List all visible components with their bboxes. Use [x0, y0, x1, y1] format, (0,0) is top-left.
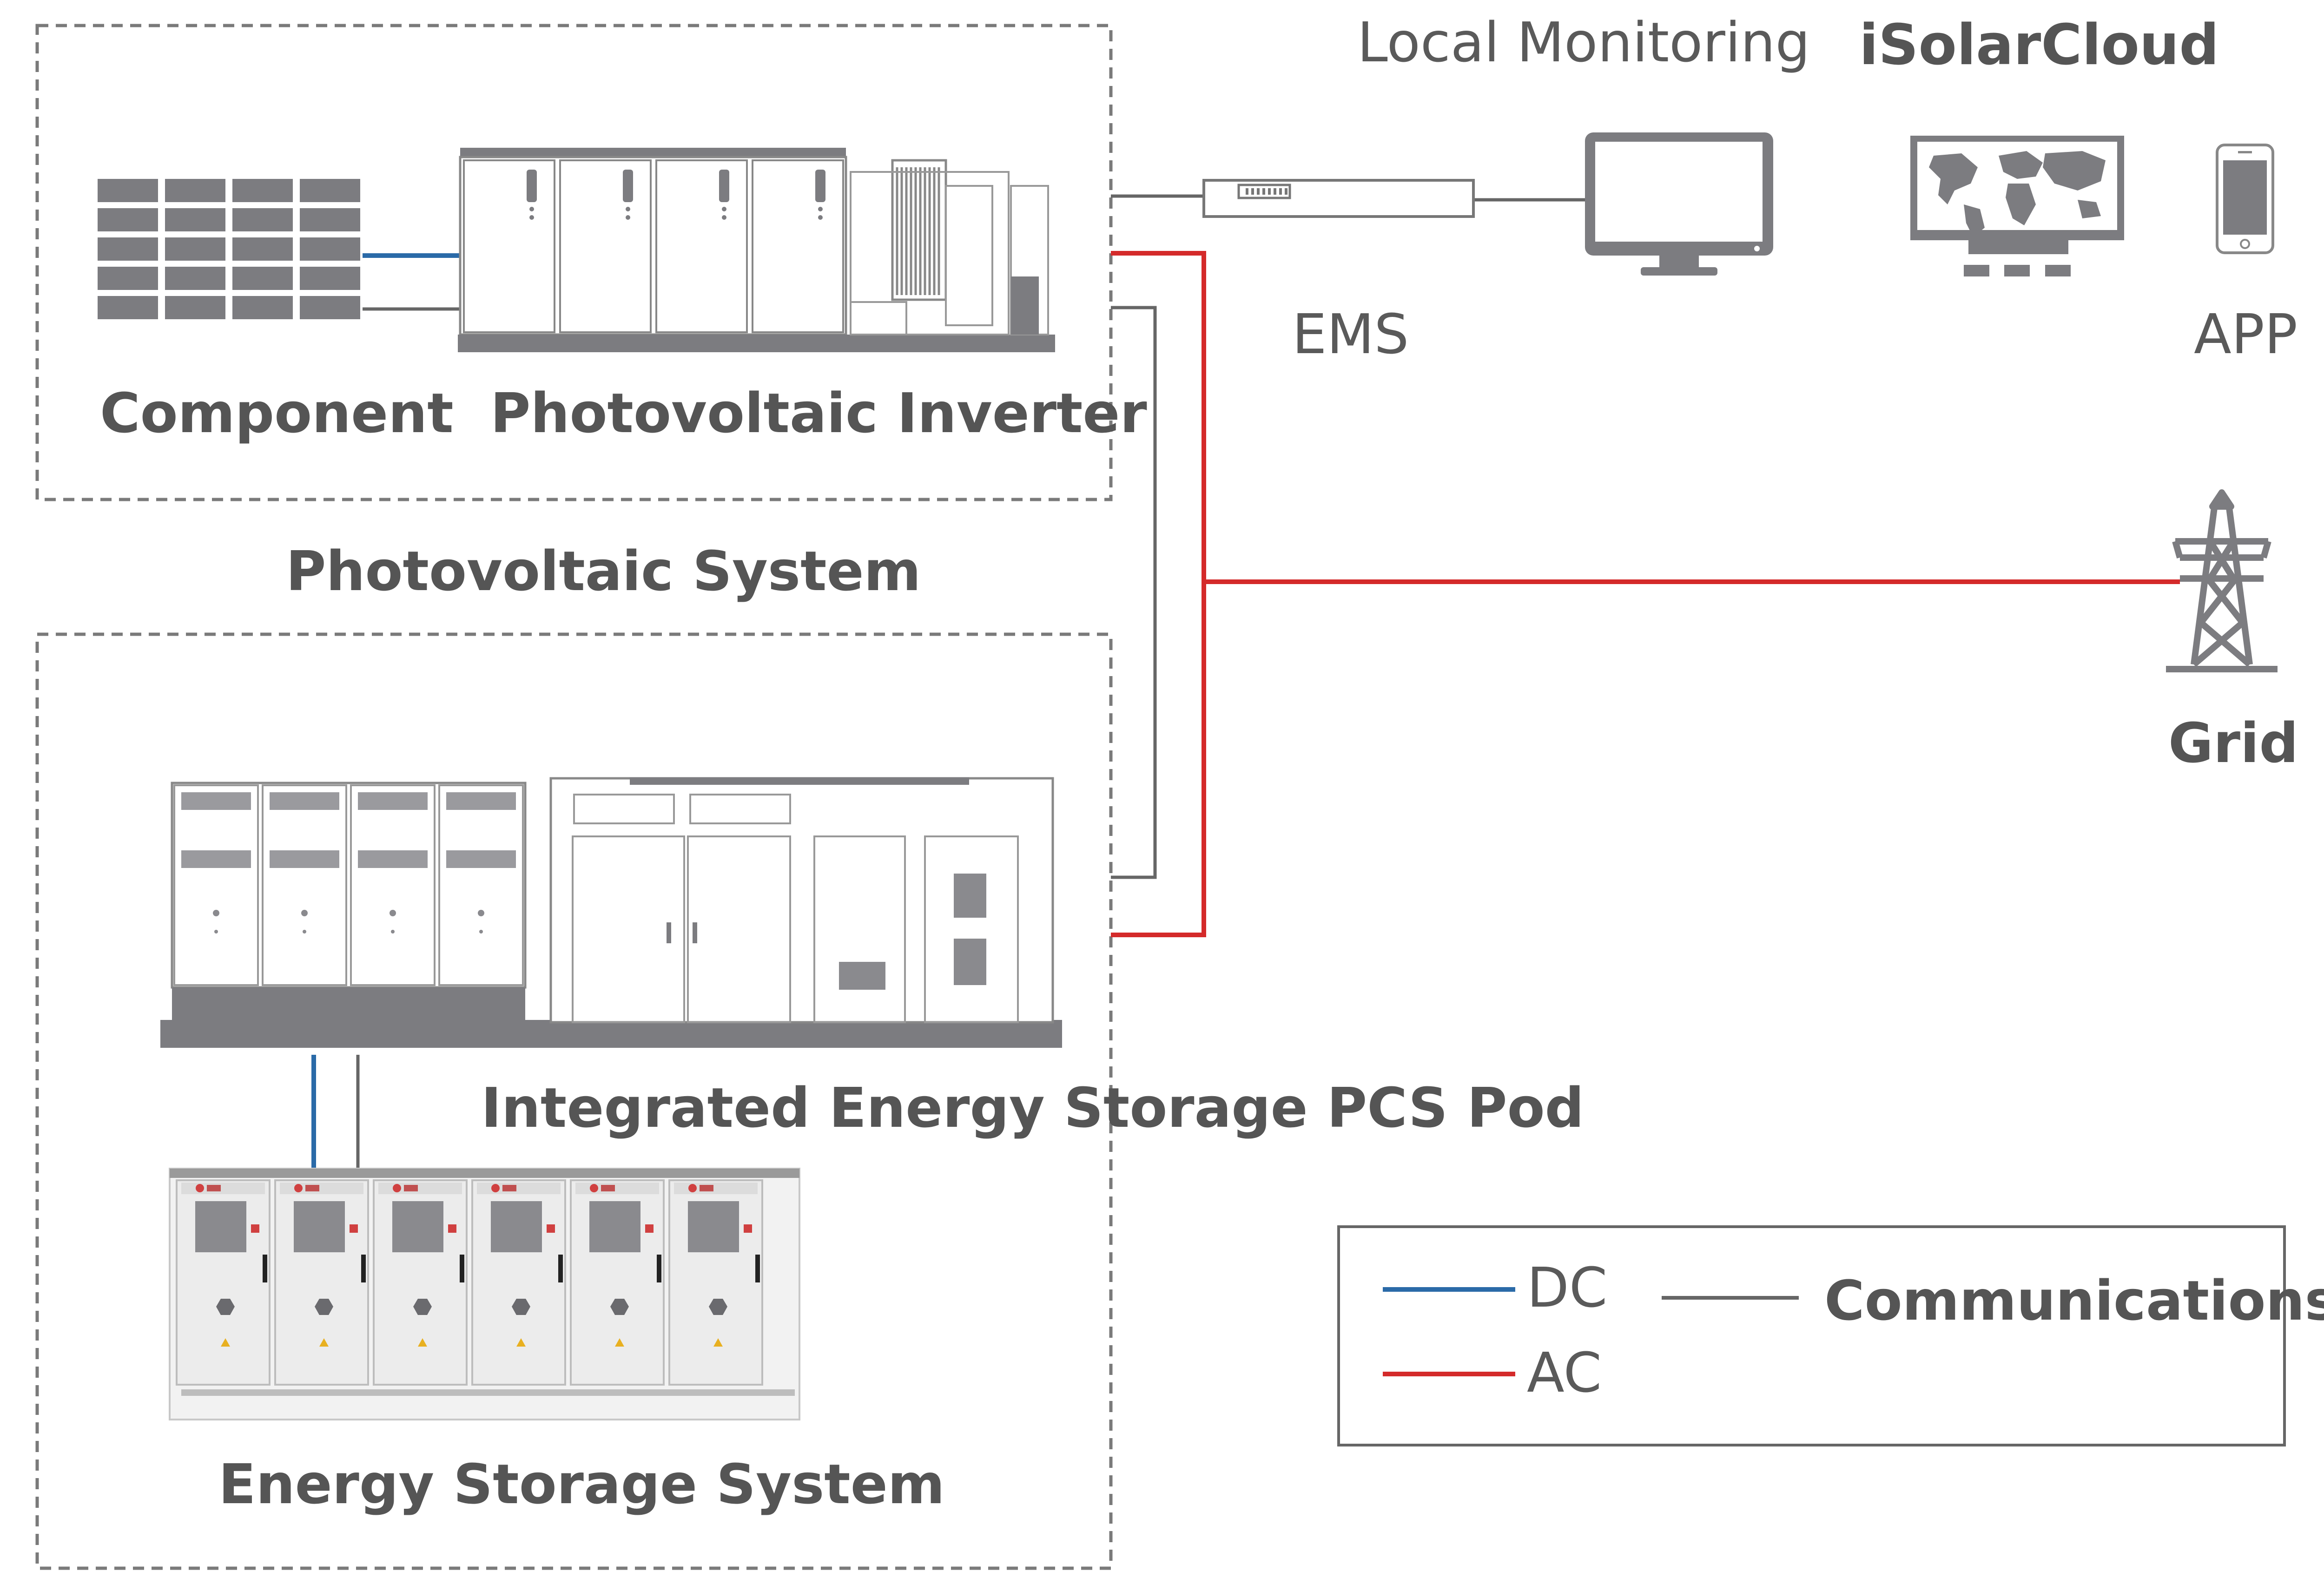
integrated-pcs-pod-label: Integrated Energy Storage PCS Pod — [481, 1076, 1584, 1140]
grid-label: Grid — [2168, 711, 2298, 775]
monitor-icon — [1585, 132, 1773, 276]
smartphone-icon — [2216, 144, 2274, 254]
ems-label: EMS — [1292, 302, 1409, 366]
energy-storage-system-label: Energy Storage System — [218, 1452, 945, 1516]
transmission-tower-icon — [2166, 489, 2278, 672]
solar-panel-array-icon — [98, 179, 360, 319]
world-map-screen-icon — [1910, 136, 2124, 276]
photovoltaic-inverter-label: Photovoltaic Inverter — [490, 381, 1147, 445]
isolarcloud-label: iSolarCloud — [1859, 13, 2219, 78]
pcs-pod-icon — [160, 777, 1062, 1048]
app-label: APP — [2194, 302, 2298, 366]
legend: DC AC Communications — [1337, 1225, 2324, 1446]
battery-cabinet-icon — [169, 1168, 800, 1420]
comm-line-pv-pcs — [1111, 306, 1157, 879]
local-monitoring-label: Local Monitoring — [1357, 10, 1810, 74]
component-label: Component — [100, 381, 454, 445]
photovoltaic-system-frame — [35, 24, 1113, 501]
ac-line-pv — [1111, 251, 1206, 937]
photovoltaic-system-label: Photovoltaic System — [286, 539, 921, 603]
legend-ac-label: AC — [1527, 1341, 1602, 1405]
legend-dc-label: DC — [1527, 1256, 1607, 1320]
ems-controller-icon — [1202, 179, 1475, 218]
photovoltaic-inverter-icon — [458, 148, 1055, 352]
legend-communications-label: Communications — [1824, 1269, 2324, 1333]
